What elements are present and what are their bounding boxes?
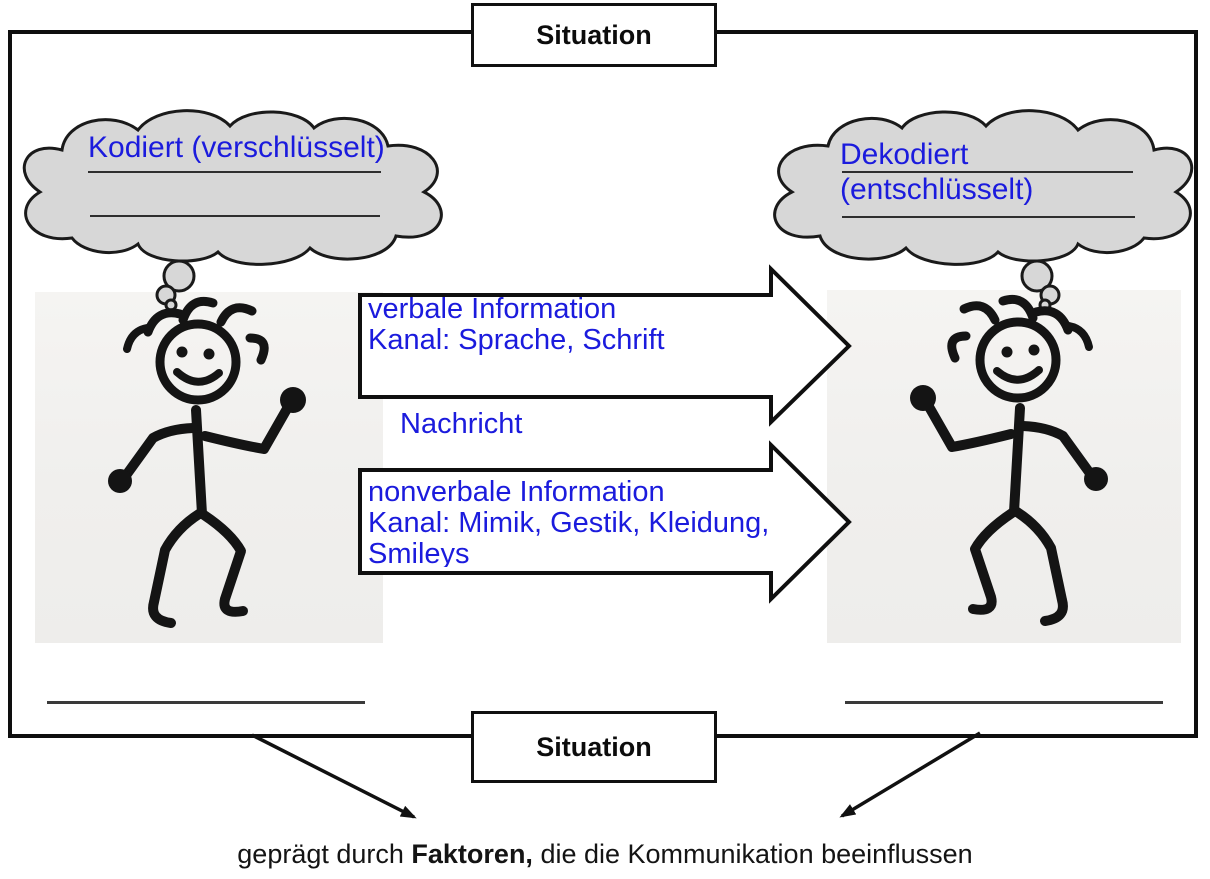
situation-box-bottom: Situation [471, 711, 717, 783]
situation-box-top: Situation [471, 3, 717, 67]
nonverbal-arrow-line2: Kanal: Mimik, Gestik, Kleidung, [368, 507, 768, 539]
right-factor-arrow-icon [839, 731, 981, 818]
nonverbal-arrow-line3: Smileys [368, 538, 470, 568]
receiver-bottom-blank-line [845, 701, 1163, 704]
receiver-cloud-blank-line [842, 216, 1135, 218]
left-factor-arrow-icon [251, 733, 417, 819]
verbal-arrow-text: verbale Information Kanal: Sprache, Schr… [368, 294, 665, 356]
caption-bold: Faktoren, [411, 839, 533, 869]
situation-top-label: Situation [536, 19, 652, 50]
situation-bottom-label: Situation [536, 731, 652, 762]
sender-cloud-line-1 [88, 171, 381, 173]
sender-cloud-label: Kodiert (verschlüsselt) [88, 131, 385, 164]
sender-photo-panel [35, 292, 383, 643]
nonverbal-arrow-line1: nonverbale Information [368, 477, 665, 508]
verbal-arrow-line2: Kanal: Sprache, Schrift [368, 324, 665, 356]
receiver-photo-panel [827, 290, 1181, 643]
message-label: Nachricht [400, 408, 523, 440]
verbal-arrow-line1: verbale Information [368, 293, 617, 325]
caption-prefix: geprägt durch [237, 839, 412, 869]
receiver-cloud-label-line2: (entschlüsselt) [840, 173, 1034, 206]
factors-caption: geprägt durch Faktoren, die die Kommunik… [0, 839, 1210, 870]
sender-cloud-blank-line [90, 215, 380, 217]
nonverbal-arrow-text: nonverbale Information Kanal: Mimik, Ges… [368, 477, 768, 567]
sender-bottom-blank-line [47, 701, 365, 704]
caption-suffix: die die Kommunikation beeinflussen [532, 839, 973, 869]
receiver-cloud-label-line1: Dekodiert [840, 138, 969, 171]
